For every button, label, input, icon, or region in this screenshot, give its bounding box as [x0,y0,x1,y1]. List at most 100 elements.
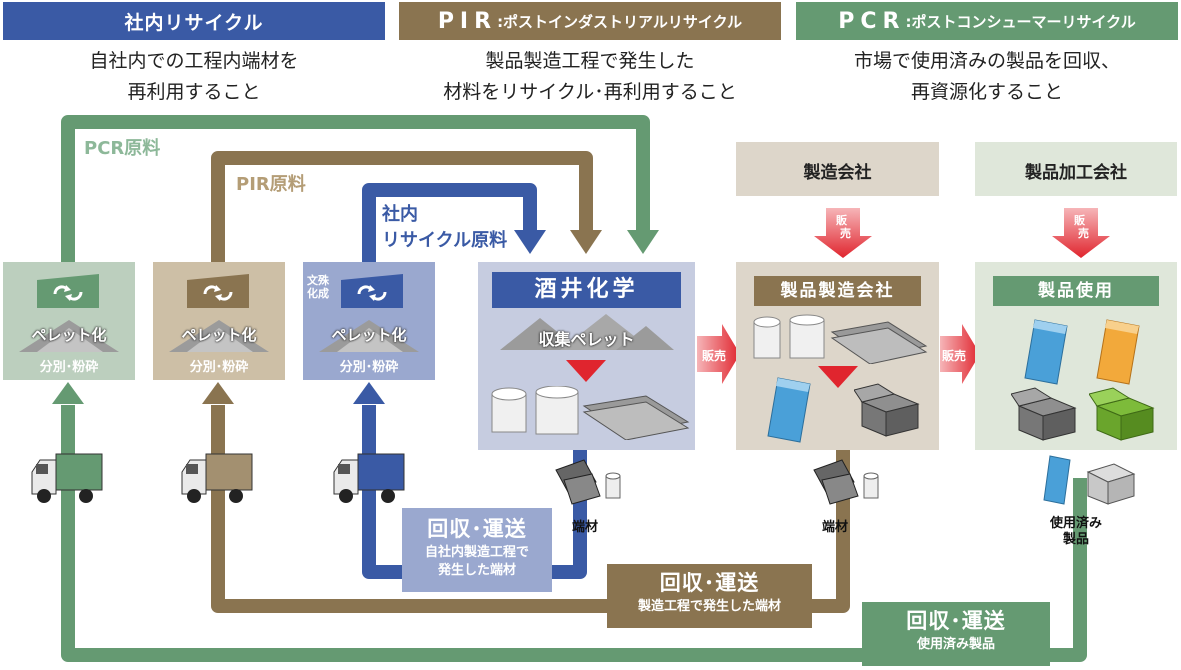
document-label: 文殊 化成 [307,274,329,300]
desc-inhouse-line1: 自社内での工程内端材を [89,50,299,72]
sale-label-to-processor: 販売 [942,349,967,363]
inhouse-material-line1: 社内 [382,204,418,225]
pellet-pile-icon [169,320,269,352]
pellet-pile-icon [19,320,119,352]
pcr-arrowhead-up [52,382,84,404]
pir-collection-sub: 製造工程で発生した端材 [637,599,781,614]
down-triangle-icon [566,360,606,382]
used-product-line1: 使用済み [1050,516,1103,531]
film-roll-icon [753,314,825,359]
header-pcr-name: :ポストコンシューマーリサイクル [905,12,1136,31]
pcr-flow-line [61,115,1087,662]
header-pcr-code: PCR [838,8,906,34]
pcr-collection-title: 回収･運送 [906,609,1006,633]
truck-icon [181,453,253,503]
inhouse-pellet-box: 文殊 化成 ペレット化 分別･粉砕 [303,262,435,380]
pir-collection-box: 回収･運送 製造工程で発生した端材 [607,564,812,628]
sale-tag-manufacturer: 販 売 [836,214,851,240]
film-roll-icon [491,386,579,435]
header-pir-name: :ポストインダストリアルリサイクル [497,12,743,31]
sale-arrow-processor [1052,208,1110,258]
pouch-icon [1096,319,1140,385]
pouch-icon [1024,319,1068,385]
pellet-pile-icon [500,314,674,350]
sale-tag-line2: 売 [840,227,851,240]
sale-tag-line2: 売 [1078,227,1089,240]
document-label-line2: 化成 [307,287,329,300]
pir-collection-title: 回収･運送 [659,571,760,595]
used-product-line2: 製品 [1063,532,1090,547]
used-product-caption: 使用済み 製品 [1050,516,1102,548]
sale-tag-line1: 販 [1074,214,1085,227]
manufacturer-label: 製品製造会社 [780,281,895,301]
inhouse-arrowhead-up [353,382,385,404]
processor-header-label: 製品加工会社 [1025,163,1127,183]
scrap-icon [555,459,621,505]
sale-arrow-manufacturer [814,208,872,258]
header-inhouse-label: 社内リサイクル [124,11,264,34]
pcr-arrowhead-down [627,230,659,254]
cardboard-box-icon [1011,387,1077,441]
document-label-line1: 文殊 [307,274,329,287]
desc-pcr: 市場で使用済みの製品を回収、 再資源化すること [796,46,1178,108]
manufacturer-panel: 製品製造会社 [736,262,939,450]
sakai-title-bar: 酒井化学 [492,272,681,308]
processor-panel: 製品使用 [975,262,1177,450]
pcr-sort-crush-label: 分別･粉砕 [39,360,99,375]
sheet-stack-icon [830,321,928,364]
desc-pir: 製品製造工程で発生した 材料をリサイクル･再利用すること [399,46,781,108]
sakai-title: 酒井化学 [534,277,639,302]
sale-arrow-to-manufacturer [697,324,740,384]
truck-icon [333,453,405,503]
processor-header: 製品加工会社 [975,142,1177,196]
sale-tag-line1: 販 [836,214,847,227]
pir-material-label: PIR原料 [236,174,306,195]
processor-label: 製品使用 [1038,281,1114,301]
inhouse-collection-sub2: 発生した端材 [437,563,516,578]
recycle-icon [187,274,249,308]
used-product-icon [1043,455,1136,505]
sale-tag-processor: 販 売 [1074,214,1089,240]
pir-arrowhead-up [202,382,234,404]
sale-arrow-to-processor [940,324,980,384]
manufacturer-header: 製造会社 [736,142,939,196]
manufacturer-header-label: 製造会社 [803,163,872,183]
desc-inhouse-line2: 再利用すること [127,81,261,103]
cardboard-box-icon [1089,387,1155,441]
desc-pcr-line2: 再資源化すること [910,81,1063,103]
recycle-icon [37,274,99,308]
header-pir-code: PIR [437,8,498,34]
desc-pir-line1: 製品製造工程で発生した [485,50,695,72]
scrap-icon [813,459,879,505]
inhouse-material-line2: リサイクル原料 [382,230,508,251]
inhouse-collection-sub1: 自社内製造工程で [424,545,529,560]
scrap-caption-sakai: 端材 [572,520,599,535]
inhouse-collection-title: 回収･運送 [427,517,527,541]
pouch-icon [767,377,811,443]
pcr-collection-sub: 使用済み製品 [916,637,995,652]
pcr-pelletize-label: ペレット化 [31,326,107,344]
sheet-stack-icon [582,395,690,440]
inhouse-material-label: 社内 リサイクル原料 [382,202,507,254]
cardboard-box-icon [854,383,920,437]
truck-icon [31,453,103,503]
sakai-chemical-box: 酒井化学 収集ペレット [478,262,695,450]
header-pir: PIR :ポストインダストリアルリサイクル [399,2,781,40]
pcr-pellet-box: ペレット化 分別･粉砕 [3,262,135,380]
pcr-collection-box: 回収･運送 使用済み製品 [862,602,1050,666]
pcr-material-label: PCR原料 [84,138,161,159]
recycle-icon [341,274,403,308]
scrap-caption-manufacturer: 端材 [822,520,849,535]
manufacturer-label-bar: 製品製造会社 [754,276,921,306]
collect-pellet-label: 収集ペレット [538,330,635,349]
inhouse-sort-crush-label: 分別･粉砕 [339,360,399,375]
pir-pelletize-label: ペレット化 [181,326,257,344]
inhouse-pelletize-label: ペレット化 [331,326,407,344]
header-inhouse: 社内リサイクル [3,2,385,40]
pir-pellet-box: ペレット化 分別･粉砕 [153,262,285,380]
inhouse-arrowhead-down [514,230,546,254]
pir-flow-line [211,151,850,613]
pir-arrowhead-down [570,230,602,254]
pir-sort-crush-label: 分別･粉砕 [189,360,249,375]
